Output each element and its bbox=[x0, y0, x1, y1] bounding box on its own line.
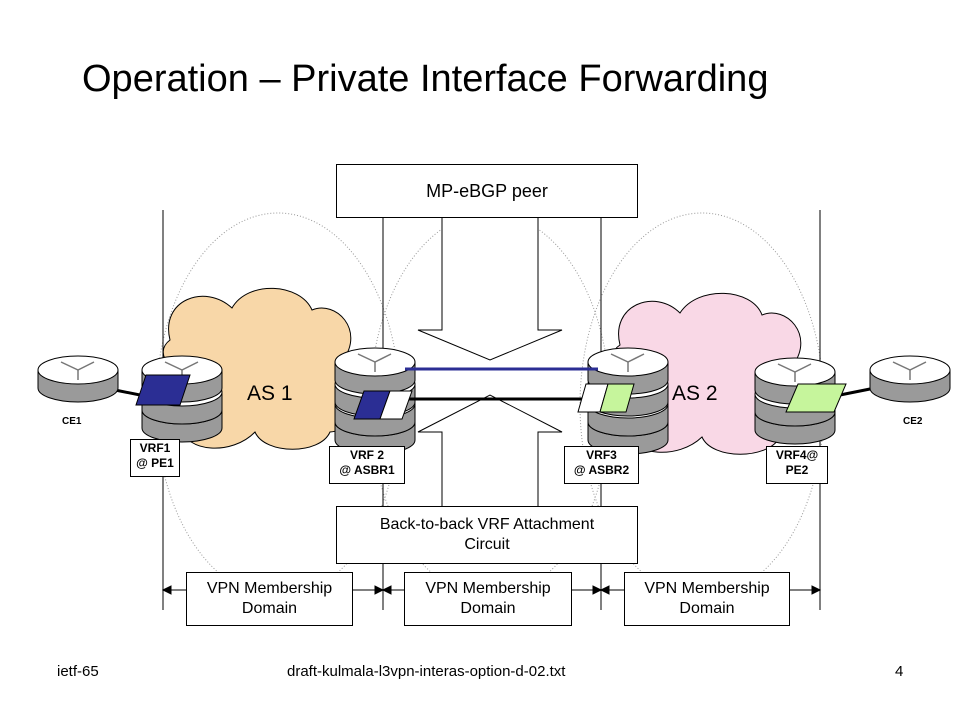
vrf1-label: VRF1 @ PE1 bbox=[130, 439, 180, 477]
vrf3-label-line2: @ ASBR2 bbox=[573, 463, 630, 477]
vpn-domain-box-3: VPN Membership Domain bbox=[624, 572, 790, 626]
ce1-router bbox=[37, 355, 119, 403]
vpn-domain-3-line2: Domain bbox=[679, 600, 735, 617]
vpn-domain-box-2: VPN Membership Domain bbox=[404, 572, 572, 626]
domain-arrows bbox=[161, 585, 822, 595]
footer-left: ietf-65 bbox=[57, 663, 99, 680]
page-title: Operation – Private Interface Forwarding bbox=[82, 58, 769, 100]
ce2-label: CE2 bbox=[903, 416, 923, 427]
footer-page-number: 4 bbox=[895, 663, 904, 680]
vrf4-shape bbox=[785, 383, 847, 413]
b2b-attachment-line2: Circuit bbox=[464, 536, 510, 553]
mp-ebgp-peer-box: MP-eBGP peer bbox=[336, 164, 638, 218]
ce2-router bbox=[869, 355, 951, 403]
vrf3-shape-green bbox=[599, 383, 635, 413]
vpn-domain-1-line1: VPN Membership bbox=[206, 580, 333, 597]
vpn-domain-box-1: VPN Membership Domain bbox=[186, 572, 353, 626]
vrf1-label-line1: VRF1 bbox=[139, 441, 171, 455]
as1-label: AS 1 bbox=[247, 382, 293, 405]
vrf1-label-line2: @ PE1 bbox=[136, 456, 174, 470]
footer-center: draft-kulmala-l3vpn-interas-option-d-02.… bbox=[287, 663, 566, 680]
vrf2-label-line2: @ ASBR1 bbox=[339, 463, 395, 477]
as2-label: AS 2 bbox=[672, 382, 718, 405]
vpn-domain-2-line2: Domain bbox=[460, 600, 516, 617]
vrf4-label-line2: PE2 bbox=[785, 463, 809, 477]
vpn-domain-1-line2: Domain bbox=[241, 600, 298, 617]
vrf2-shape-white bbox=[379, 390, 413, 420]
vrf2-label: VRF 2 @ ASBR1 bbox=[329, 446, 405, 484]
b2b-attachment-line1: Back-to-back VRF Attachment bbox=[379, 516, 595, 533]
vpn-domain-2-line1: VPN Membership bbox=[425, 580, 551, 597]
mp-ebgp-peer-label: MP-eBGP peer bbox=[426, 181, 548, 201]
arrow-down-shape bbox=[417, 215, 563, 361]
ce1-label: CE1 bbox=[62, 416, 82, 427]
vrf4-label-line1: VRF4@ bbox=[775, 448, 819, 462]
vrf3-label-line1: VRF3 bbox=[586, 448, 617, 462]
b2b-attachment-box: Back-to-back VRF Attachment Circuit bbox=[336, 506, 638, 564]
vpn-domain-3-line1: VPN Membership bbox=[644, 580, 770, 597]
vrf2-label-line1: VRF 2 bbox=[349, 448, 384, 462]
vrf3-label: VRF3 @ ASBR2 bbox=[564, 446, 639, 484]
vrf4-label: VRF4@ PE2 bbox=[766, 446, 828, 484]
vrf1-shape bbox=[135, 374, 191, 406]
